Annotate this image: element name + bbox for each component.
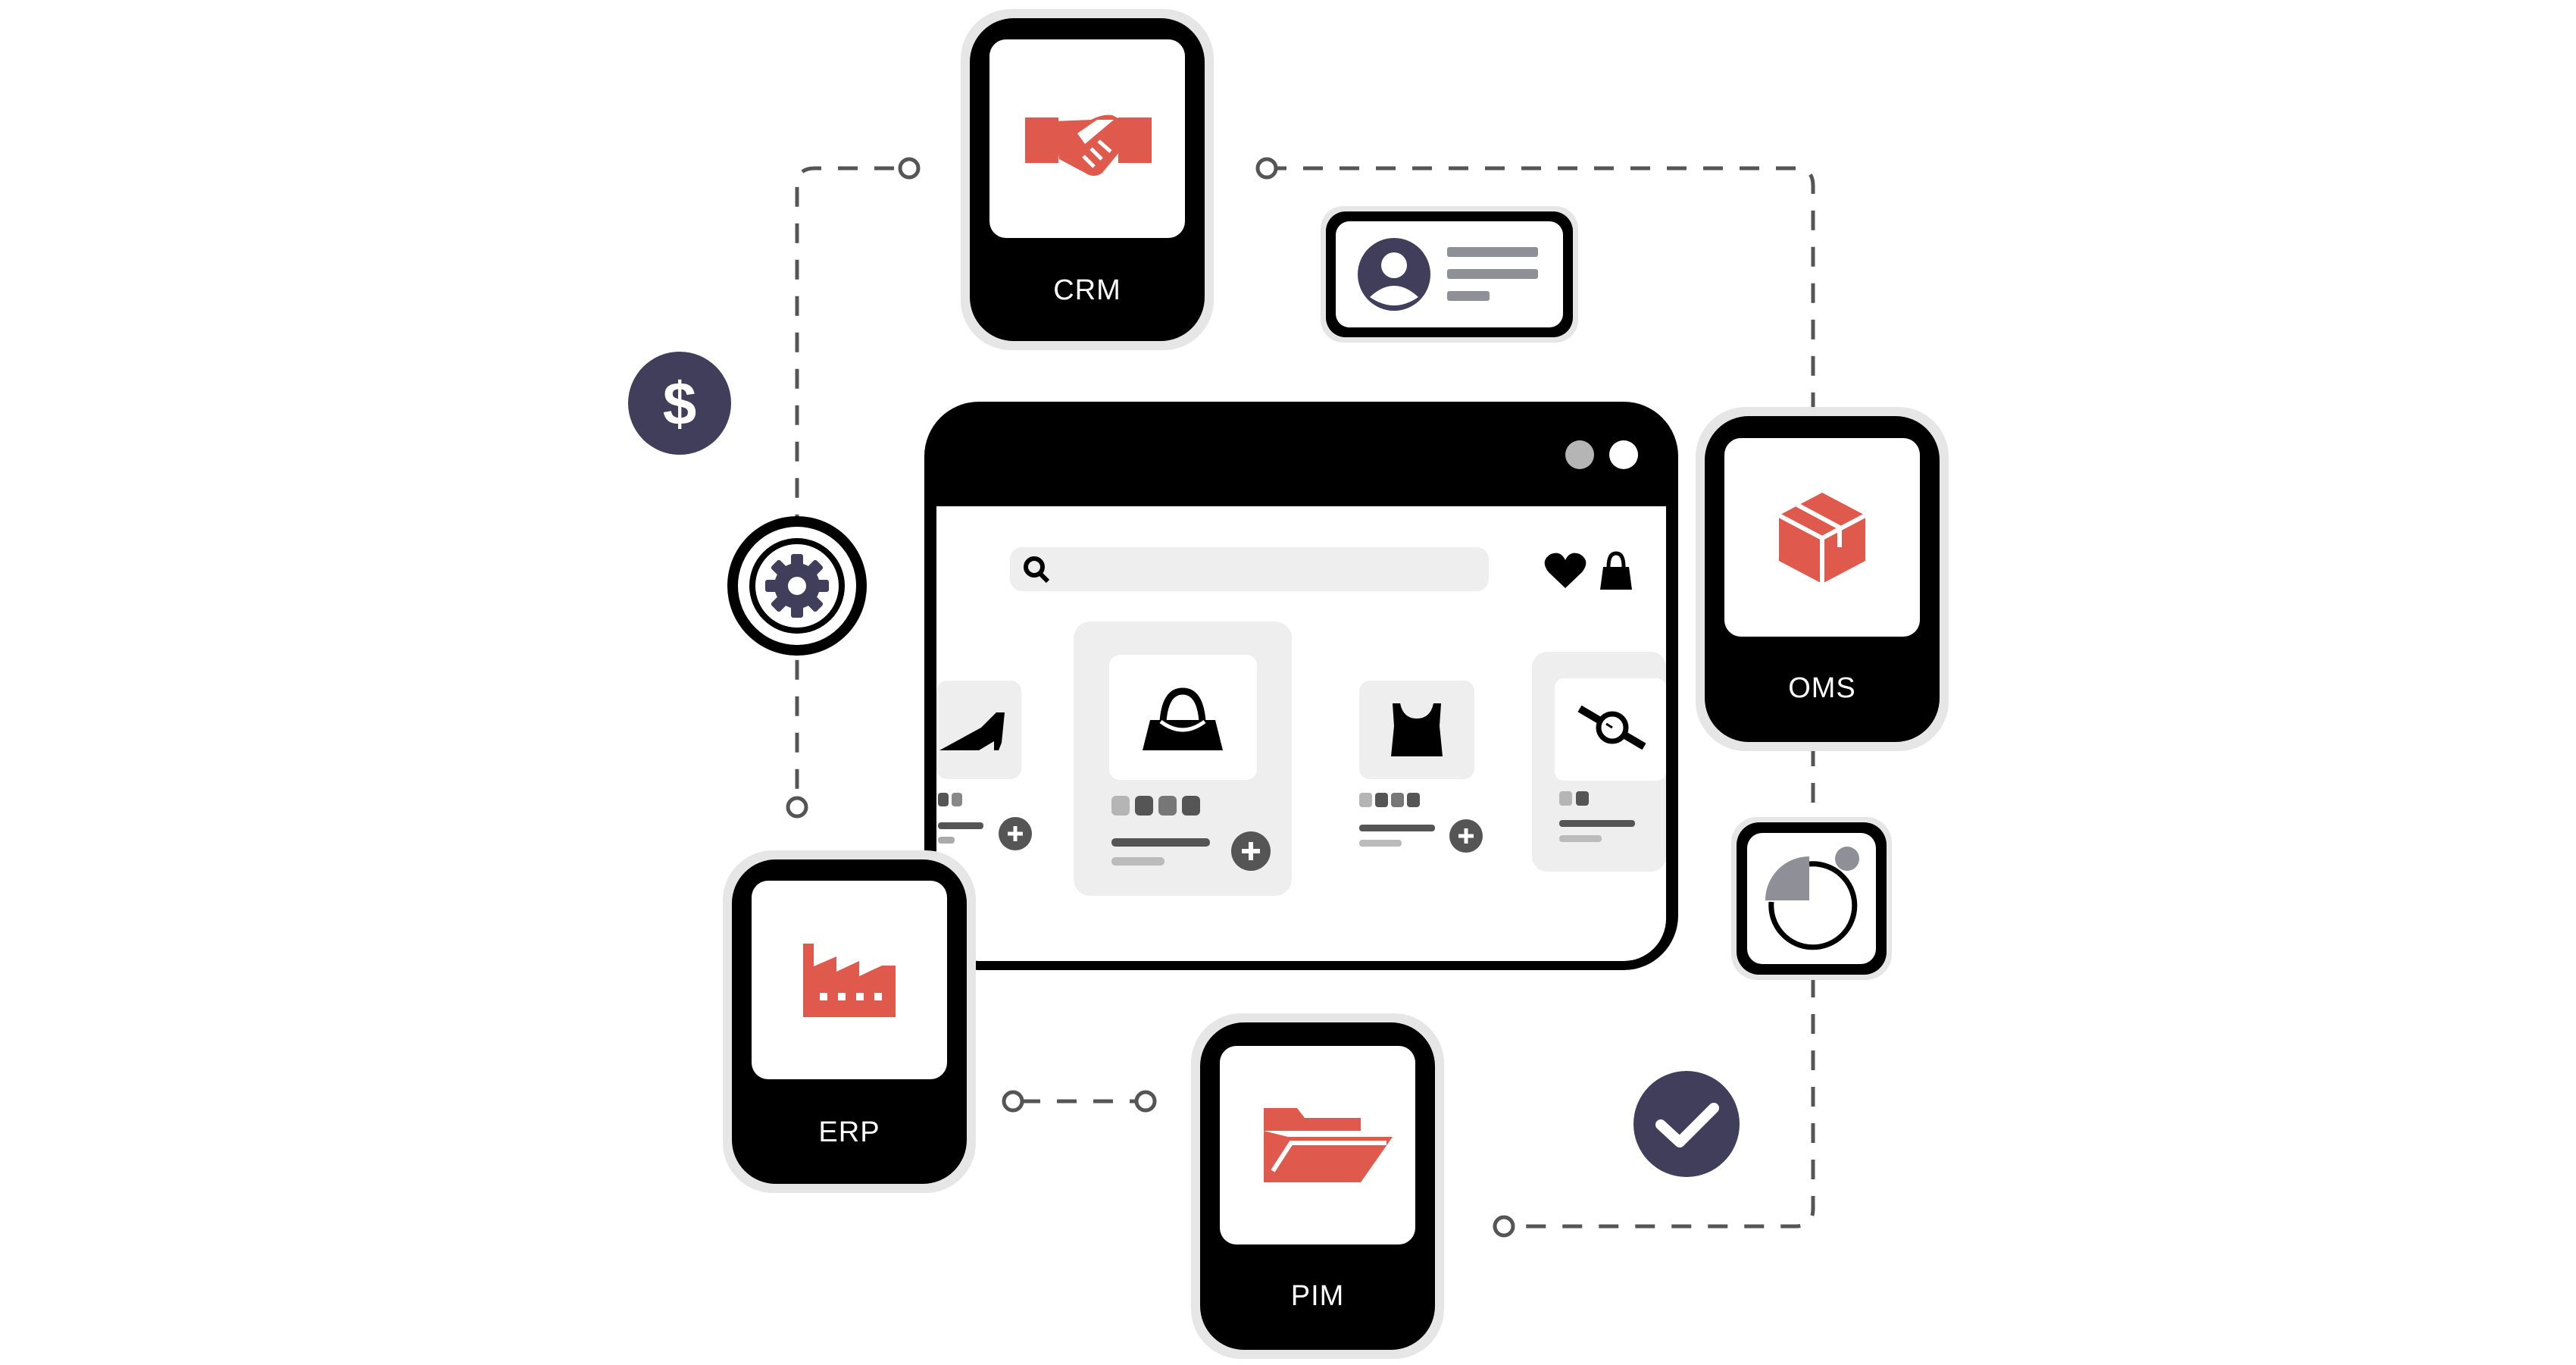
crm-card[interactable]: CRM [961, 9, 1214, 350]
oms-card[interactable]: OMS [1696, 407, 1949, 751]
storefront-window [924, 402, 1678, 970]
product-card[interactable] [1532, 652, 1666, 872]
shoe-icon [939, 712, 1005, 750]
crm-label: CRM [1053, 274, 1121, 306]
profile-card-icon [1321, 206, 1578, 343]
check-icon [1633, 1071, 1740, 1177]
folder-icon [1264, 1108, 1393, 1182]
heart-icon[interactable] [1544, 553, 1587, 588]
add-to-cart-button[interactable] [999, 817, 1032, 850]
handshake-icon [1025, 114, 1152, 176]
erp-card[interactable]: ERP [723, 850, 976, 1193]
product-card[interactable] [936, 681, 1032, 850]
search-input[interactable] [1010, 547, 1489, 591]
dollar-icon: $ [628, 352, 731, 455]
product-card[interactable] [1074, 621, 1292, 896]
connector-nodes [786, 157, 1515, 1238]
pim-label: PIM [1291, 1280, 1345, 1312]
box-icon [1777, 493, 1867, 584]
gear-icon [727, 516, 867, 656]
add-to-cart-button[interactable] [1449, 819, 1483, 853]
window-dot [1609, 440, 1638, 469]
pim-card[interactable]: PIM [1191, 1013, 1444, 1359]
oms-label: OMS [1788, 672, 1856, 704]
factory-icon [803, 944, 896, 1017]
svg-text:$: $ [663, 370, 697, 437]
handbag-icon [1143, 687, 1223, 750]
shopping-bag-icon[interactable] [1600, 551, 1632, 590]
connector-lines [795, 166, 1815, 1229]
watch-icon [1577, 705, 1646, 750]
erp-label: ERP [818, 1116, 880, 1148]
top-icon [1391, 703, 1443, 756]
product-card[interactable] [1359, 681, 1483, 853]
window-dot [1565, 440, 1594, 469]
add-to-cart-button[interactable] [1231, 831, 1271, 871]
pie-chart-icon [1731, 817, 1892, 980]
search-icon [1024, 556, 1050, 584]
